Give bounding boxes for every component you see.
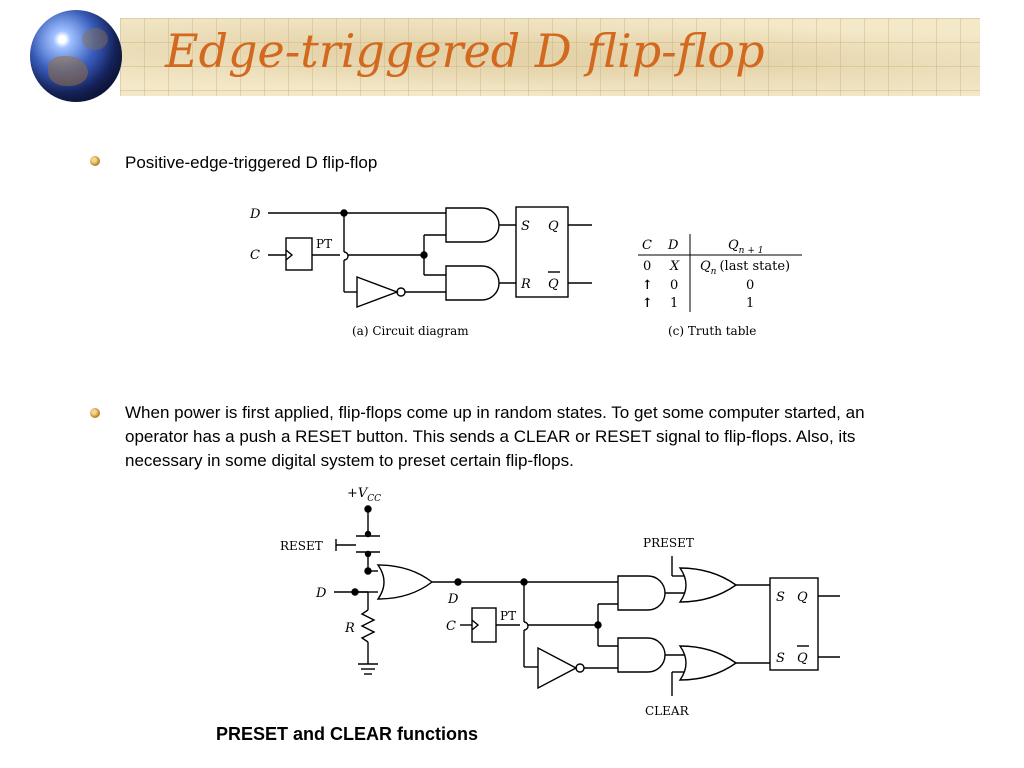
bullet-icon (90, 156, 100, 166)
d-input-label: D (315, 586, 327, 601)
circuit-diagram-2: +VCC RESET D R D C PT PRESET CLEAR S Q S… (280, 486, 840, 718)
vcc-label: +VCC (347, 486, 381, 504)
d-mid-label: D (447, 592, 459, 607)
c-input-label: C (446, 619, 456, 634)
bullet-text-2: When power is first applied, flip-flops … (125, 403, 865, 470)
figure-caption: PRESET and CLEAR functions (216, 724, 479, 744)
tt-header-c: C (642, 238, 652, 253)
qbar-label: Q (548, 277, 559, 292)
globe-icon (30, 10, 122, 102)
tt-row-1-q: Qn(last state) (700, 259, 790, 277)
clear-label: CLEAR (645, 704, 690, 718)
tt-row-2-q: 0 (746, 278, 754, 293)
tt-row-2-d: 0 (670, 278, 678, 293)
preset-label: PRESET (643, 536, 694, 550)
bullet-text-1: Positive-edge-triggered D flip-flop (125, 153, 378, 172)
s-top-label: S (776, 590, 785, 605)
pt-label: PT (500, 609, 516, 623)
truth-table-caption: (c) Truth table (668, 324, 756, 338)
qbar-label: Q (797, 651, 808, 666)
tt-header-q: Qn + 1 (728, 238, 763, 256)
s-bottom-label: S (776, 651, 785, 666)
bullet-icon (90, 408, 100, 418)
tt-row-1-d: X (669, 259, 680, 274)
r-label: R (520, 277, 531, 292)
tt-header-d: D (667, 238, 679, 253)
slide-title: Edge-triggered D flip-flop (165, 24, 765, 78)
diagram-1-caption: (a) Circuit diagram (352, 324, 469, 338)
truth-table: C D Qn + 1 0 X Qn(last state) ↑ 0 0 ↑ 1 … (638, 234, 802, 338)
c-input-label: C (250, 248, 260, 263)
tt-row-3-c: ↑ (642, 296, 653, 311)
circuit-diagram-1: D C S R Q Q PT (a) Circuit diagram (249, 206, 592, 338)
s-label: S (521, 219, 530, 234)
tt-row-3-q: 1 (746, 296, 754, 311)
d-input-label: D (249, 207, 261, 222)
q-top-label: Q (797, 590, 808, 605)
pt-label: PT (316, 237, 332, 251)
tt-row-1-c: 0 (643, 259, 651, 274)
header-band (120, 18, 980, 96)
reset-label: RESET (280, 539, 323, 553)
q-label: Q (548, 219, 559, 234)
resistor-label: R (344, 621, 355, 636)
tt-row-3-d: 1 (670, 296, 678, 311)
tt-row-2-c: ↑ (642, 278, 653, 293)
